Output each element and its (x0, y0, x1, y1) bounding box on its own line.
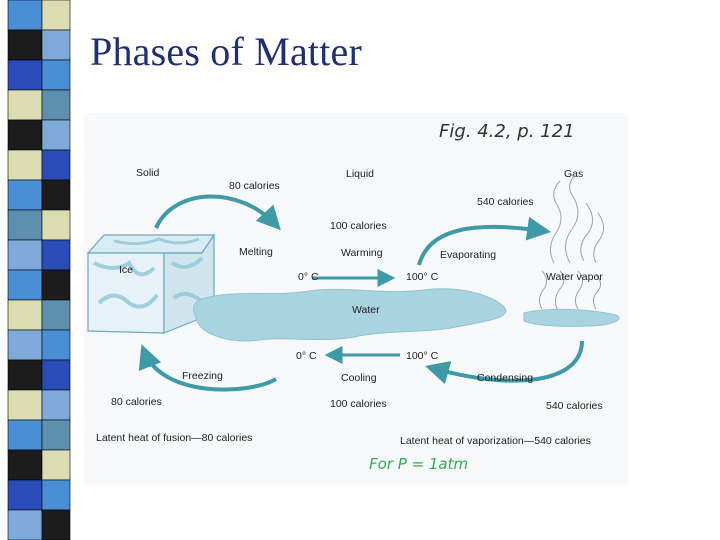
stripe-tile (41, 89, 71, 121)
condensing-energy: 540 calories (546, 400, 603, 412)
stripe-tile (7, 419, 43, 451)
warming-energy: 100 calories (330, 220, 387, 232)
stripe-tile (41, 239, 71, 271)
stripe-tile (7, 119, 43, 151)
phase-label-liquid: Liquid (346, 168, 374, 180)
stripe-tile (41, 329, 71, 361)
condensing-label: Condensing (477, 372, 533, 384)
stripe-tile (7, 179, 43, 211)
pressure-note-handwriting: For P = 1atm (369, 455, 468, 473)
stripe-tile (41, 209, 71, 241)
stripe-tile (41, 389, 71, 421)
cooling-energy: 100 calories (330, 398, 387, 410)
stripe-tile (7, 149, 43, 181)
stripe-tile (41, 119, 71, 151)
decorative-stripe (7, 0, 71, 540)
melting-energy: 80 calories (229, 180, 280, 192)
stripe-tile (7, 0, 43, 31)
arrow-evaporating (417, 216, 552, 266)
stripe-tile (41, 29, 71, 61)
stripe-tile (41, 479, 71, 511)
evaporating-energy: 540 calories (477, 196, 534, 208)
stripe-tile (7, 359, 43, 391)
stripe-tile (7, 59, 43, 91)
stripe-tile (41, 179, 71, 211)
slide-title: Phases of Matter (90, 29, 363, 74)
phase-label-solid: Solid (136, 167, 160, 179)
item-label-water-vapor: Water vapor (546, 271, 603, 283)
stripe-tile (41, 419, 71, 451)
arrow-freezing (138, 344, 278, 392)
stripe-tile (7, 329, 43, 361)
stripe-tile (7, 89, 43, 121)
latent-heat-fusion: Latent heat of fusion—80 calories (96, 432, 252, 444)
phase-diagram-figure: Fig. 4.2, p. 121 For P = 1atm Solid Liqu… (84, 113, 628, 485)
ice-cube-illustration (86, 233, 216, 334)
stripe-tile (7, 509, 43, 540)
water-vapor-base-puddle (523, 308, 620, 327)
figure-reference-handwriting: Fig. 4.2, p. 121 (439, 121, 575, 142)
stripe-tile (7, 449, 43, 481)
water-vapor-illustration (538, 174, 604, 312)
cooling-start-temp: 100° C (406, 350, 439, 362)
phase-label-gas: Gas (564, 168, 583, 180)
arrow-melting (154, 194, 281, 231)
stripe-tile (41, 0, 71, 31)
warming-start-temp: 0° C (298, 271, 319, 283)
evaporating-label: Evaporating (440, 249, 496, 261)
melting-label: Melting (239, 246, 273, 258)
warming-label: Warming (341, 247, 383, 259)
stripe-tile (7, 239, 43, 271)
stripe-tile (7, 479, 43, 511)
freezing-energy: 80 calories (111, 396, 162, 408)
stripe-tile (41, 149, 71, 181)
cooling-label: Cooling (341, 372, 377, 384)
stripe-tile (7, 209, 43, 241)
item-label-ice: Ice (119, 264, 133, 276)
freezing-label: Freezing (182, 370, 223, 382)
water-puddle-illustration (193, 288, 507, 342)
stripe-tile (41, 299, 71, 331)
arrow-condensing (425, 340, 584, 385)
stripe-tile (7, 299, 43, 331)
stripe-tile (41, 59, 71, 91)
stripe-tile (41, 449, 71, 481)
stripe-tile (41, 359, 71, 391)
stripe-tile (7, 29, 43, 61)
stripe-tile (7, 269, 43, 301)
stripe-tile (41, 509, 71, 540)
cooling-end-temp: 0° C (296, 350, 317, 362)
latent-heat-vaporization: Latent heat of vaporization—540 calories (400, 435, 591, 447)
stripe-tile (7, 389, 43, 421)
warming-end-temp: 100° C (406, 271, 439, 283)
item-label-water: Water (352, 304, 380, 316)
stripe-tile (41, 269, 71, 301)
